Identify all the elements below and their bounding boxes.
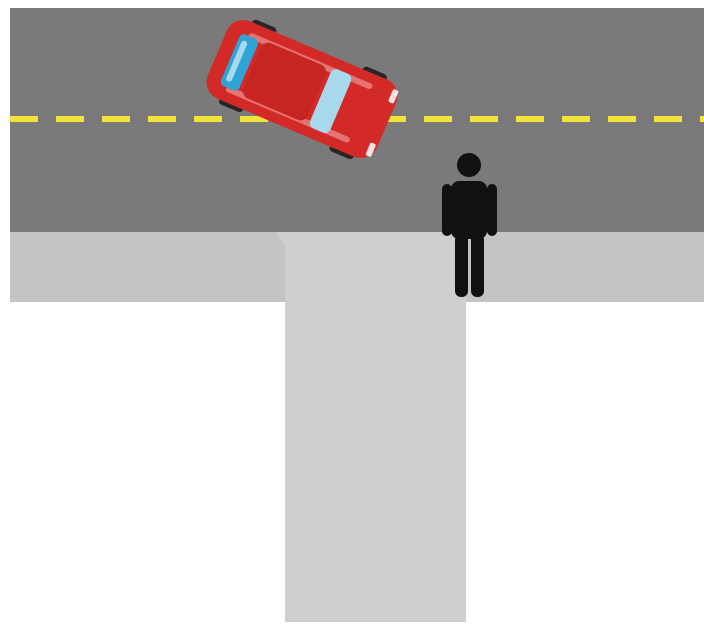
pedestrian-right-arm [487, 184, 497, 236]
pedestrian-right-leg [471, 234, 484, 297]
pedestrian-torso [451, 181, 487, 239]
pedestrian-left-leg [455, 234, 468, 297]
pedestrian-head [457, 153, 481, 177]
driveway [276, 232, 466, 622]
pedestrian-left-arm [442, 184, 452, 236]
